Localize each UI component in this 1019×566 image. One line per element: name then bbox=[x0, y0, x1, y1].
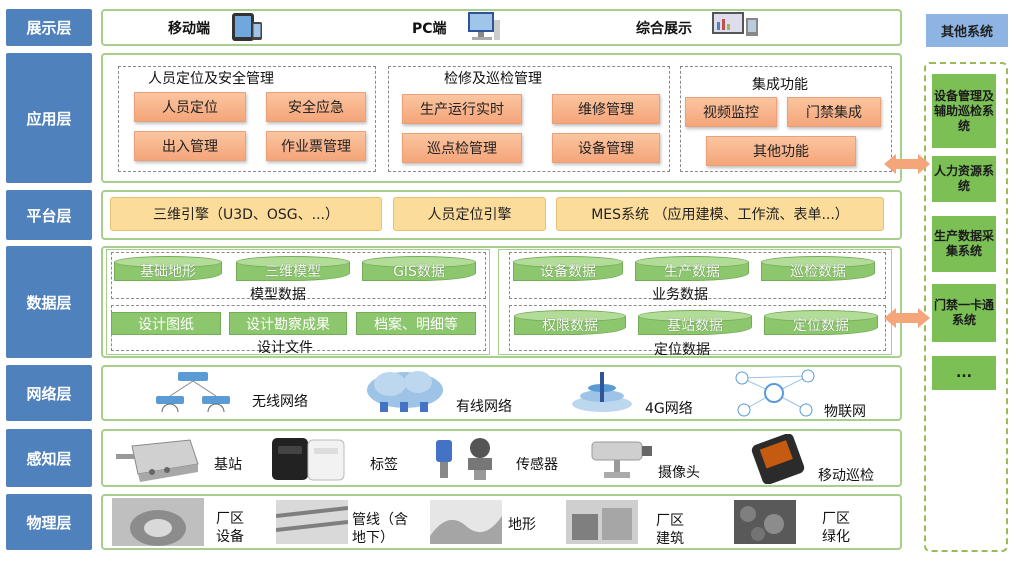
equipment-data-cylinder: 设备数据 bbox=[513, 256, 623, 281]
design-files-caption: 设计文件 bbox=[257, 340, 313, 356]
layer-label-platform: 平台层 bbox=[6, 190, 92, 240]
equipment-aux-inspection-system[interactable]: 设备管理及辅助巡检系统 bbox=[932, 74, 996, 148]
iot-network-icon bbox=[735, 369, 815, 417]
desktop-computer-icon bbox=[468, 12, 500, 40]
more-systems-item[interactable]: ... bbox=[932, 356, 996, 390]
base-station-data-cylinder: 基站数据 bbox=[638, 310, 752, 335]
design-drawings-box: 设计图纸 bbox=[111, 312, 221, 335]
data-right-panel bbox=[498, 249, 892, 355]
production-data-cylinder: 生产数据 bbox=[635, 256, 749, 281]
plant-greenery-label: 厂区绿化 bbox=[822, 511, 850, 545]
iot-network-label: 物联网 bbox=[824, 404, 866, 420]
access-management-button[interactable]: 出入管理 bbox=[134, 131, 246, 161]
video-monitoring-button[interactable]: 视频监控 bbox=[685, 97, 777, 127]
dashboard-screen-icon bbox=[712, 12, 758, 36]
3d-model-cylinder: 三维模型 bbox=[236, 256, 350, 281]
greenery-image bbox=[734, 500, 796, 544]
layer-label-network: 网络层 bbox=[6, 365, 92, 421]
tablet-icon bbox=[232, 13, 262, 41]
permission-data-cylinder: 权限数据 bbox=[514, 310, 626, 335]
mobile-label: 移动端 bbox=[168, 21, 210, 37]
mobile-patrol-label: 移动巡检 bbox=[818, 468, 874, 484]
other-functions-button[interactable]: 其他功能 bbox=[706, 136, 856, 166]
terrain-label: 地形 bbox=[508, 517, 536, 533]
plant-building-label: 厂区建筑 bbox=[656, 513, 684, 547]
base-station-label: 基站 bbox=[214, 457, 242, 473]
model-data-caption: 模型数据 bbox=[250, 287, 306, 303]
data-integration-arrow-icon bbox=[884, 308, 930, 328]
survey-results-box: 设计勘察成果 bbox=[229, 312, 347, 335]
plant-equipment-label: 厂区设备 bbox=[216, 511, 244, 545]
production-realtime-button[interactable]: 生产运行实时 bbox=[402, 94, 522, 124]
access-card-system[interactable]: 门禁一卡通系统 bbox=[932, 284, 996, 342]
sensor-label: 传感器 bbox=[516, 457, 558, 473]
handheld-terminal-icon bbox=[751, 434, 805, 484]
access-integration-button[interactable]: 门禁集成 bbox=[787, 97, 881, 127]
location-engine-box: 人员定位引擎 bbox=[393, 197, 546, 231]
safety-emergency-button[interactable]: 安全应急 bbox=[266, 92, 366, 122]
layer-label-presentation: 展示层 bbox=[6, 9, 92, 46]
maintenance-management-button[interactable]: 维修管理 bbox=[552, 94, 660, 124]
work-permit-button[interactable]: 作业票管理 bbox=[266, 131, 366, 161]
wireless-router-icon bbox=[156, 372, 230, 413]
other-systems-title: 其他系统 bbox=[926, 14, 1008, 47]
terrain-data-cylinder: 基础地形 bbox=[114, 256, 222, 281]
gis-data-cylinder: GIS数据 bbox=[362, 256, 476, 281]
equipment-management-button[interactable]: 设备管理 bbox=[552, 133, 660, 163]
business-data-group bbox=[509, 252, 886, 299]
location-data-group bbox=[509, 305, 886, 351]
plant-equipment-image bbox=[112, 498, 204, 546]
business-data-caption: 业务数据 bbox=[652, 287, 708, 303]
wireless-network-label: 无线网络 bbox=[252, 394, 308, 410]
base-station-icon bbox=[116, 439, 199, 482]
pipeline-image bbox=[276, 500, 348, 544]
location-data-caption: 定位数据 bbox=[654, 342, 710, 358]
inspection-data-cylinder: 巡检数据 bbox=[761, 256, 875, 281]
3d-engine-box: 三维引擎（U3D、OSG、...） bbox=[110, 197, 382, 231]
pc-label: PC端 bbox=[412, 21, 447, 37]
hr-system[interactable]: 人力资源系统 bbox=[932, 156, 996, 202]
sensor-icon bbox=[436, 438, 492, 480]
other-systems-frame bbox=[924, 62, 1008, 552]
tag-label: 标签 bbox=[370, 457, 398, 473]
app-integration-arrow-icon bbox=[884, 154, 930, 174]
plant-building-image bbox=[566, 500, 638, 544]
pipeline-label: 管线（含地下） bbox=[352, 512, 408, 546]
display-label: 综合展示 bbox=[636, 21, 692, 37]
camera-label: 摄像头 bbox=[658, 465, 700, 481]
model-data-group bbox=[111, 252, 486, 299]
4g-network-label: 4G网络 bbox=[645, 401, 693, 417]
layer-label-data: 数据层 bbox=[6, 246, 92, 358]
patrol-inspection-button[interactable]: 巡点检管理 bbox=[402, 133, 522, 163]
camera-icon bbox=[591, 441, 652, 478]
archives-box: 档案、明细等 bbox=[356, 312, 476, 335]
layer-label-physical: 物理层 bbox=[6, 494, 92, 550]
app-group-inspection bbox=[388, 66, 670, 172]
data-left-panel bbox=[106, 249, 490, 355]
4g-signal-icon bbox=[572, 372, 632, 412]
app-group-inspection-title: 检修及巡检管理 bbox=[444, 71, 542, 87]
layer-label-application: 应用层 bbox=[6, 53, 92, 183]
cloud-network-icon bbox=[367, 371, 443, 412]
location-data-cylinder: 定位数据 bbox=[764, 310, 878, 335]
tag-device-icon bbox=[272, 438, 345, 481]
app-group-integration-title: 集成功能 bbox=[752, 77, 808, 93]
app-group-safety-title: 人员定位及安全管理 bbox=[148, 71, 274, 87]
personnel-location-button[interactable]: 人员定位 bbox=[134, 92, 246, 122]
terrain-image bbox=[430, 500, 502, 544]
app-group-integration bbox=[680, 66, 892, 172]
mes-system-box: MES系统 （应用建模、工作流、表单...） bbox=[556, 197, 884, 231]
wired-network-label: 有线网络 bbox=[456, 399, 512, 415]
layer-label-perception: 感知层 bbox=[6, 429, 92, 487]
production-data-collection-system[interactable]: 生产数据采集系统 bbox=[932, 216, 996, 272]
app-group-safety bbox=[118, 66, 376, 172]
